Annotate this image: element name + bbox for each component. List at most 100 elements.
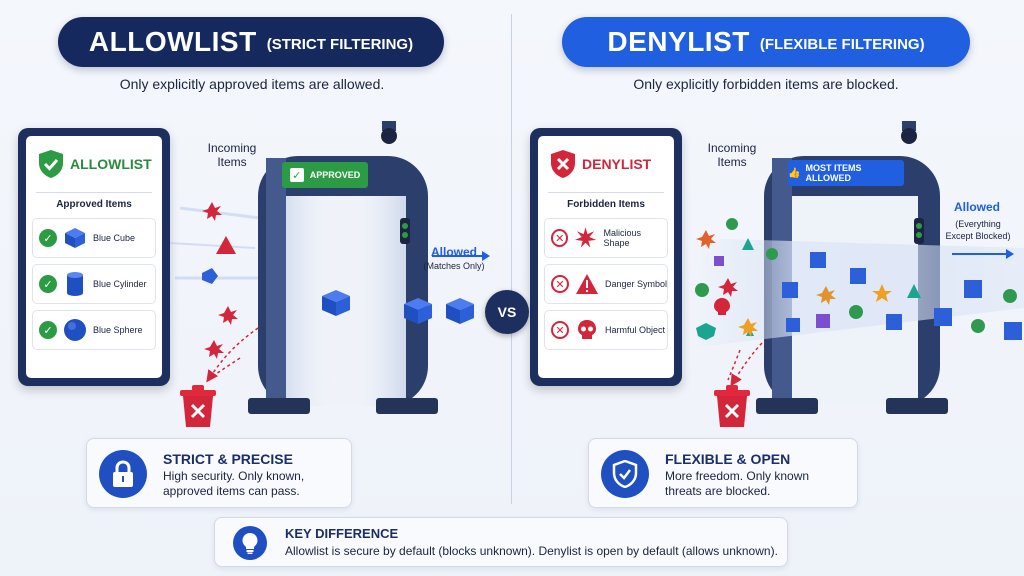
skull-icon	[714, 298, 730, 315]
teal-pyramid-icon	[907, 284, 921, 298]
trash-can-icon	[714, 385, 750, 427]
allowlist-header: ALLOWLIST (STRICT FILTERING)	[58, 17, 444, 67]
blue-cube-icon	[202, 268, 218, 284]
list-item: ✕ Malicious Shape	[544, 218, 668, 258]
card-divider	[36, 192, 152, 193]
allowlist-card: ALLOWLIST Approved Items ✓ Blue Cube ✓ B…	[18, 128, 170, 386]
denylist-gate-scene	[690, 121, 1024, 414]
list-item: ✓ Blue Cylinder	[32, 264, 156, 304]
key-difference-box: KEY DIFFERENCE Allowlist is secure by de…	[214, 517, 788, 567]
blue-cube-icon	[810, 252, 826, 268]
denylist-title: DENYLIST	[607, 26, 750, 57]
x-mark-icon: ✕	[551, 229, 569, 247]
item-label: Danger Symbol	[605, 279, 668, 289]
green-sphere-icon	[971, 319, 985, 333]
allowlist-card-title: ALLOWLIST	[70, 156, 152, 172]
reject-arrow	[730, 342, 763, 387]
blue-cube-icon	[850, 268, 866, 284]
flexible-open-box: FLEXIBLE & OPEN More freedom. Only known…	[588, 438, 858, 508]
card-divider	[548, 192, 664, 193]
blue-cube-icon	[1004, 322, 1022, 340]
allowed-arrowhead	[1006, 249, 1014, 259]
item-label: Blue Cube	[93, 233, 136, 243]
allowlist-subtitle: Only explicitly approved items are allow…	[119, 76, 385, 92]
passing-cube	[404, 298, 432, 324]
reject-arrow	[727, 349, 741, 381]
key-difference-text: Allowlist is secure by default (blocks u…	[285, 544, 778, 558]
blue-cube-icon	[782, 282, 798, 298]
center-divider	[511, 14, 512, 504]
reject-arrow	[205, 357, 241, 383]
blue-cube-icon	[886, 314, 902, 330]
check-icon: ✓	[39, 321, 57, 339]
item-label: Harmful Object	[605, 325, 666, 335]
orange-burst-icon	[816, 286, 836, 305]
threat-shape-icon	[202, 202, 222, 221]
green-sphere-icon	[695, 283, 709, 297]
threat-shape-icon	[218, 306, 238, 325]
threat-shape-icon	[696, 230, 716, 249]
lock-icon	[113, 460, 133, 487]
list-item: ✓ Blue Cube	[32, 218, 156, 258]
teal-pyramid-icon	[742, 238, 754, 250]
list-item: ✕ Danger Symbol	[544, 264, 668, 304]
motion-streaks	[170, 206, 261, 280]
allowed-sublabel: (Everything Except Blocked)	[945, 219, 1011, 241]
incoming-items-label: Incoming Items	[207, 141, 257, 169]
key-difference-title: KEY DIFFERENCE	[285, 526, 399, 541]
flexible-open-text: More freedom. Only known threats are blo…	[665, 469, 810, 498]
strict-precise-text: High security. Only known, approved item…	[163, 469, 305, 498]
purple-cube-icon	[816, 314, 830, 328]
item-label: Blue Sphere	[93, 325, 143, 335]
item-label: Malicious Shape	[603, 228, 642, 248]
reject-arrow	[206, 327, 259, 383]
allowlist-mode: (STRICT FILTERING)	[266, 35, 414, 53]
shield-x-icon	[551, 150, 575, 178]
threat-shape-icon	[718, 278, 738, 297]
allowed-label: Allowed	[430, 245, 477, 259]
allowlist-title: ALLOWLIST	[88, 26, 257, 57]
shield-icon-circle	[601, 450, 649, 498]
lock-icon-circle	[99, 450, 147, 498]
shield-check-icon	[39, 150, 63, 178]
approved-sign-label: APPROVED	[309, 170, 361, 180]
green-sphere-icon	[766, 248, 778, 260]
forbidden-items-heading: Forbidden Items	[567, 199, 645, 210]
passing-cube	[446, 298, 474, 324]
shield-check-icon	[612, 460, 638, 488]
blue-cube-icon	[964, 280, 982, 298]
passing-cube	[322, 290, 350, 316]
allowed-sublabel: (Matches Only)	[423, 261, 485, 271]
denylist-mode: (FLEXIBLE FILTERING)	[759, 35, 925, 53]
star-icon	[738, 318, 758, 337]
check-icon: ✓	[289, 168, 304, 182]
allowed-label: Allowed	[953, 200, 1000, 214]
item-label: Blue Cylinder	[93, 279, 147, 289]
thumbs-up-icon: 👍	[788, 167, 801, 179]
blue-cube-icon	[934, 308, 952, 326]
denylist-card-title: DENYLIST	[582, 156, 652, 172]
denylist-subtitle: Only explicitly forbidden items are bloc…	[633, 76, 899, 92]
list-item: ✕ Harmful Object	[544, 310, 668, 350]
vs-badge: VS	[485, 290, 529, 334]
malicious-shape-icon	[575, 227, 597, 248]
check-icon: ✓	[39, 229, 57, 247]
most-items-allowed-sign: 👍 MOST ITEMS ALLOWED	[788, 160, 904, 186]
allowed-arrowhead	[482, 251, 490, 261]
denylist-header: DENYLIST (FLEXIBLE FILTERING)	[562, 17, 970, 67]
purple-cube-icon	[714, 256, 724, 266]
trash-can-icon	[180, 385, 216, 427]
lightbulb-icon	[242, 533, 258, 554]
most-items-allowed-label: MOST ITEMS ALLOWED	[805, 163, 862, 183]
threat-shape-icon	[204, 340, 224, 359]
approved-items-heading: Approved Items	[56, 199, 132, 210]
blue-cylinder-icon	[67, 272, 83, 296]
blue-sphere-icon	[64, 319, 86, 341]
teal-pyramid-icon	[696, 323, 716, 340]
check-icon: ✓	[39, 275, 57, 293]
approved-sign: ✓ APPROVED	[282, 162, 368, 188]
x-mark-icon: ✕	[551, 321, 569, 339]
star-icon	[872, 284, 892, 302]
green-sphere-icon	[726, 218, 738, 230]
denylist-card: DENYLIST Forbidden Items ✕ Malicious Sha…	[530, 128, 682, 386]
